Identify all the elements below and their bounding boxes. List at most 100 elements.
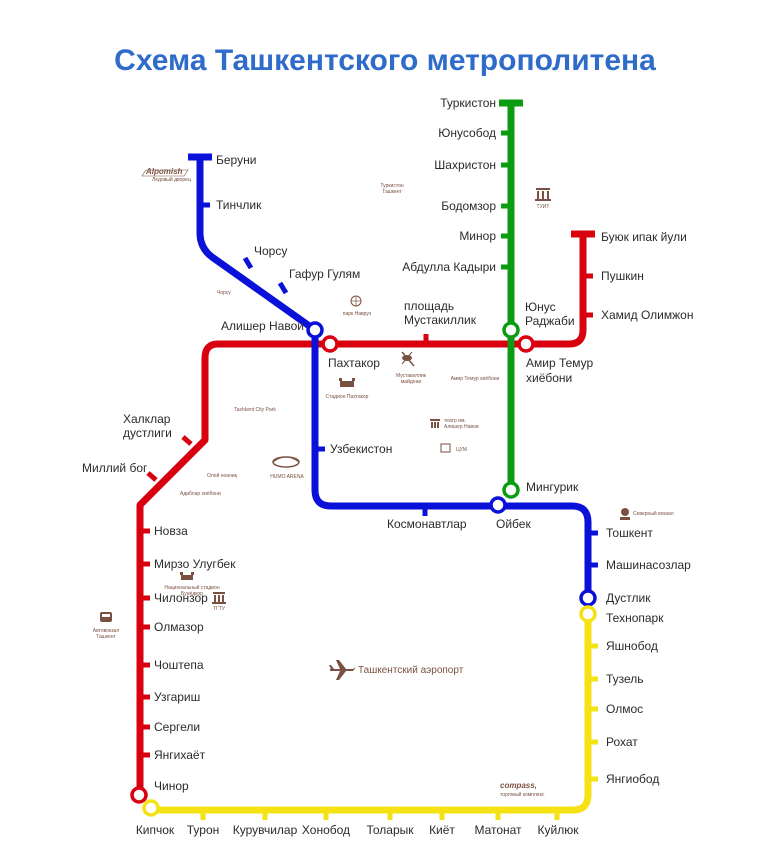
- compass-label: compass,: [500, 781, 537, 790]
- bus-icon: [100, 612, 112, 622]
- adib-park-label: Адиблар хиёбони: [180, 491, 221, 497]
- station-tuzel[interactable]: Тузель: [606, 672, 644, 686]
- navoi-theatre-1: театр им.: [444, 418, 466, 424]
- mustakillik-square-1: Мустакиллик: [396, 373, 427, 379]
- park-navruz-label: парк Навруз: [343, 311, 372, 317]
- station-sergeli[interactable]: Сергели: [154, 720, 200, 734]
- compass-sub: торговый комплекс: [500, 791, 545, 798]
- chorsu-area-label: Чорсу: [217, 290, 231, 296]
- station-mingurik[interactable]: Мингурик: [526, 480, 579, 494]
- station-olmazor[interactable]: Олмазор: [154, 620, 204, 634]
- transfer-chinor[interactable]: [130, 786, 148, 804]
- tgtu-icon: [212, 592, 226, 604]
- bunyodkor-label-2: Бунёдкор: [181, 591, 203, 597]
- transfer-kipchok[interactable]: [142, 799, 160, 817]
- airport-label: Ташкентский аэропорт: [358, 665, 464, 676]
- station-shakhriston[interactable]: Шахристон: [434, 158, 496, 172]
- turkiston-palace-1: Туркистон: [380, 183, 403, 189]
- station-pakhtakor[interactable]: Пахтакор: [328, 356, 380, 370]
- station-uzbekistan[interactable]: Узбекистон: [330, 442, 392, 456]
- station-uzgarish[interactable]: Узгариш: [154, 690, 200, 704]
- yellow-line: [148, 609, 592, 814]
- tsum-label: ЦУМ: [456, 447, 467, 453]
- station-bodomzor[interactable]: Бодомзор: [441, 199, 496, 213]
- tsum-icon: [440, 443, 451, 453]
- bunyodkor-stadium-icon: [180, 572, 194, 580]
- station-kuruvchilar[interactable]: Курувчилар: [233, 823, 298, 837]
- station-tolarik[interactable]: Толарык: [366, 823, 414, 837]
- airplane-icon: [329, 660, 356, 680]
- station-mashinasozlar[interactable]: Машинасозлар: [606, 558, 691, 572]
- tuit-icon: [535, 188, 551, 201]
- transfer-tekhnopark[interactable]: [579, 605, 597, 623]
- station-yunus-rajabi-2[interactable]: Раджаби: [525, 314, 575, 328]
- station-khalklar-1[interactable]: Халклар: [123, 412, 171, 426]
- northern-station-label: Северный вокзал: [633, 510, 674, 517]
- station-pushkin[interactable]: Пушкин: [601, 269, 644, 283]
- station-novza[interactable]: Новза: [154, 524, 188, 538]
- stadium-icon: [339, 378, 355, 387]
- station-mustakillik-1[interactable]: площадь: [404, 299, 454, 313]
- station-khalklar-2[interactable]: дустлиги: [123, 426, 172, 440]
- station-yangiobod[interactable]: Янгиобод: [606, 772, 659, 786]
- station-mustakillik-2[interactable]: Мустакиллик: [404, 313, 477, 327]
- station-rokhat[interactable]: Рохат: [606, 735, 638, 749]
- station-matonat[interactable]: Матонат: [474, 823, 522, 837]
- alpomish-sub: Ледовый дворец: [152, 176, 191, 183]
- alpomish-logo: Alpomish Ледовый дворец: [141, 167, 191, 183]
- bus-station-1: Автовокзал: [93, 628, 120, 634]
- station-turon[interactable]: Турон: [187, 823, 220, 837]
- humo-arena-icon: [272, 456, 300, 468]
- station-oybek[interactable]: Ойбек: [496, 517, 531, 531]
- turkiston-palace-2: Ташкент: [382, 189, 402, 195]
- bunyodkor-label-1: Национальный стадион: [164, 584, 219, 591]
- station-khamid-olimjon[interactable]: Хамид Олимжон: [601, 308, 693, 322]
- station-kiyot[interactable]: Киёт: [429, 823, 455, 837]
- tgtu-label: ТГТУ: [213, 606, 226, 612]
- transfer-yunus-rajabi[interactable]: [502, 321, 520, 339]
- station-alisher-navoi[interactable]: Алишер Навои: [221, 319, 304, 333]
- station-beruni[interactable]: Беруни: [216, 153, 256, 167]
- station-choshtepa[interactable]: Чоштепа: [154, 658, 204, 672]
- station-toshkent[interactable]: Тошкент: [606, 526, 653, 540]
- map-title: Схема Ташкентского метрополитена: [114, 44, 656, 77]
- station-dustlik[interactable]: Дустлик: [606, 591, 651, 605]
- station-tinchlik[interactable]: Тинчлик: [216, 198, 262, 212]
- station-yunusobod[interactable]: Юнусобод: [438, 126, 496, 140]
- station-yunus-rajabi-1[interactable]: Юнус: [525, 300, 556, 314]
- station-kuyluk[interactable]: Куйлюк: [538, 823, 580, 837]
- transfer-mingurik[interactable]: [502, 481, 520, 499]
- northern-station-icon: [620, 508, 630, 520]
- station-amir-temur-2[interactable]: хиёбони: [526, 371, 572, 385]
- station-yangikhayot[interactable]: Янгихаёт: [154, 748, 206, 762]
- mustakillik-monument-icon: [401, 351, 415, 367]
- station-mirzo-ulugbek[interactable]: Мирзо Улугбек: [154, 557, 236, 571]
- transfer-alisher-navoi[interactable]: [306, 321, 324, 339]
- transfer-oybek[interactable]: [489, 496, 507, 514]
- station-kipchok[interactable]: Кипчок: [136, 823, 175, 837]
- station-gafur-gulyam[interactable]: Гафур Гулям: [289, 267, 360, 281]
- station-chilonzor[interactable]: Чилонзор: [154, 591, 208, 605]
- station-tekhnopark[interactable]: Технопарк: [606, 611, 664, 625]
- station-chinor[interactable]: Чинор: [154, 779, 189, 793]
- station-turkiston[interactable]: Туркистон: [440, 96, 496, 110]
- transfer-amir-temur[interactable]: [517, 335, 535, 353]
- alpomish-label: Alpomish: [145, 167, 183, 176]
- station-kosmonavtlar[interactable]: Космонавтлар: [387, 517, 467, 531]
- station-yashnobod[interactable]: Яшнобод: [606, 639, 658, 653]
- station-olmos[interactable]: Олмос: [606, 702, 643, 716]
- station-abdulla-kadyri[interactable]: Абдулла Кадыри: [402, 260, 496, 274]
- transfer-dustlik[interactable]: [579, 589, 597, 607]
- station-milliy-bog[interactable]: Миллий бог: [82, 461, 148, 475]
- humo-arena-label: HUMO ARENA: [270, 474, 304, 480]
- navoi-theatre-2: Алишер Навои: [444, 424, 479, 430]
- station-minor[interactable]: Минор: [459, 229, 496, 243]
- station-tick: [146, 471, 158, 482]
- station-chorsu[interactable]: Чорсу: [254, 244, 287, 258]
- station-amir-temur-1[interactable]: Амир Темур: [526, 356, 594, 370]
- station-khonobod[interactable]: Хонобод: [302, 823, 350, 837]
- amir-temur-square-label: Амир Темур хиёбони: [451, 376, 500, 382]
- station-buyuk-ipak-yuli[interactable]: Буюк ипак йули: [601, 230, 687, 244]
- transfer-pakhtakor[interactable]: [321, 335, 339, 353]
